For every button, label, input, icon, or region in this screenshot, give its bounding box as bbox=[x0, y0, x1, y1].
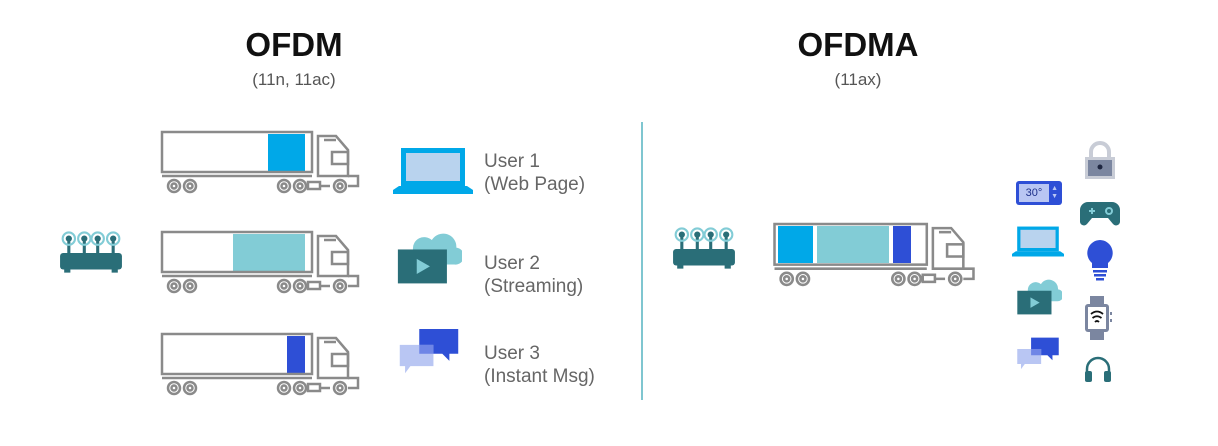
user-1-name: User 1 bbox=[484, 151, 540, 172]
ofdm-subtitle: (11n, 11ac) bbox=[252, 70, 336, 89]
chat-icon bbox=[1016, 336, 1060, 372]
thermostat-icon: 30° ▲▼ bbox=[1016, 181, 1062, 205]
laptop-icon bbox=[393, 146, 473, 196]
user-3-detail: (Instant Msg) bbox=[484, 366, 595, 387]
user-2-detail: (Streaming) bbox=[484, 276, 584, 297]
divider bbox=[641, 122, 643, 400]
smartwatch-icon bbox=[1085, 296, 1112, 340]
chat-icon bbox=[398, 326, 460, 378]
truck-user-2 bbox=[160, 230, 360, 296]
thermostat-reading: 30° bbox=[1019, 184, 1049, 202]
cargo-user-3 bbox=[287, 336, 305, 373]
user-2-name: User 2 bbox=[484, 253, 540, 274]
user-3-name: User 3 bbox=[484, 343, 540, 364]
lightbulb-icon bbox=[1087, 240, 1113, 281]
user-2-label: User 2 (Streaming) bbox=[484, 252, 583, 298]
truck-user-1 bbox=[160, 130, 360, 196]
cargo-user-2 bbox=[233, 234, 305, 271]
router-icon bbox=[58, 230, 124, 274]
ofdm-title: OFDM bbox=[245, 26, 343, 63]
user-1-label: User 1 (Web Page) bbox=[484, 150, 585, 196]
cargo-segment-3 bbox=[893, 226, 911, 263]
video-cloud-icon bbox=[1016, 275, 1062, 317]
truck-ofdma bbox=[772, 222, 976, 289]
gamepad-icon bbox=[1080, 202, 1120, 226]
lock-icon bbox=[1085, 141, 1115, 179]
headphones-icon bbox=[1085, 356, 1111, 382]
cargo-user-1 bbox=[268, 134, 305, 171]
user-1-detail: (Web Page) bbox=[484, 174, 586, 195]
router-icon bbox=[671, 226, 737, 270]
cargo-segment-1 bbox=[778, 226, 813, 263]
video-cloud-icon bbox=[396, 228, 462, 286]
truck-user-3 bbox=[160, 332, 360, 398]
cargo-segment-2 bbox=[817, 226, 889, 263]
ofdma-title: OFDMA bbox=[797, 26, 919, 63]
laptop-icon bbox=[1012, 225, 1064, 258]
ofdma-subtitle: (11ax) bbox=[834, 70, 882, 89]
user-3-label: User 3 (Instant Msg) bbox=[484, 342, 595, 388]
